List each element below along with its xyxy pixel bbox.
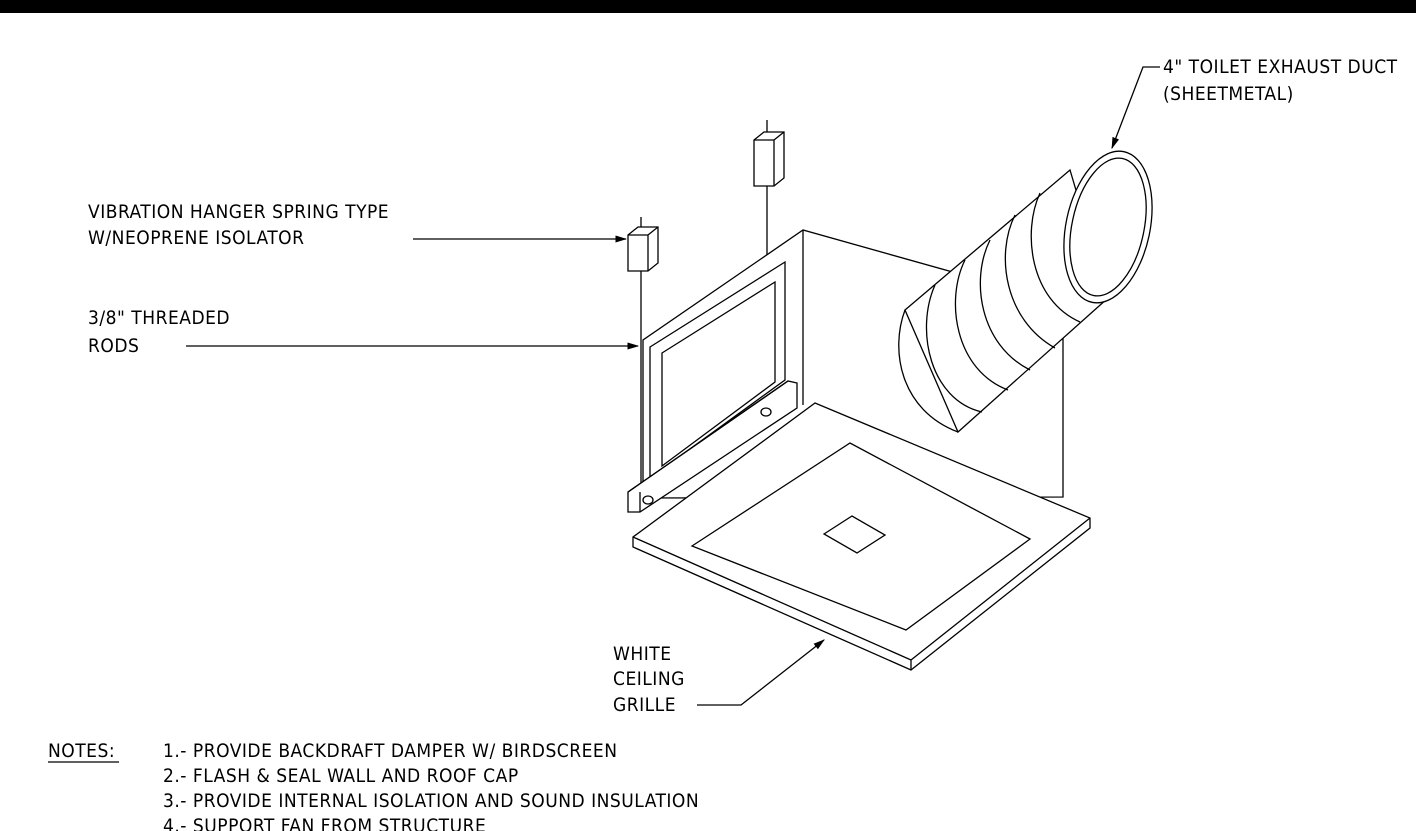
note-item: 1.- PROVIDE BACKDRAFT DAMPER W/ BIRDSCRE… — [163, 740, 618, 762]
grille-label-line3: GRILLE — [613, 694, 676, 716]
hanger-label-line2: W/NEOPRENE ISOLATOR — [88, 227, 304, 249]
spring-hanger-right — [753, 131, 785, 187]
grille-label-line2: CEILING — [613, 668, 685, 690]
spring-hanger-left — [627, 226, 659, 272]
grille-leader — [697, 639, 825, 706]
notes-heading: NOTES: — [48, 740, 115, 762]
hanger-label-line1: VIBRATION HANGER SPRING TYPE — [88, 201, 389, 223]
rods-label-line2: RODS — [88, 335, 139, 357]
note-item: 2.- FLASH & SEAL WALL AND ROOF CAP — [163, 765, 519, 787]
rods-label-line1: 3/8" THREADED — [88, 307, 230, 329]
duct-label-line1: 4" TOILET EXHAUST DUCT — [1163, 56, 1398, 78]
duct-label-line2: (SHEETMETAL) — [1163, 83, 1294, 105]
duct-leader — [1111, 66, 1160, 150]
note-item: 4.- SUPPORT FAN FROM STRUCTURE — [163, 815, 486, 831]
exhaust-duct — [898, 150, 1153, 434]
grille-label-line1: WHITE — [613, 643, 672, 665]
sheet-border — [0, 0, 1416, 13]
ceiling-grille — [632, 402, 1091, 671]
note-item: 3.- PROVIDE INTERNAL ISOLATION AND SOUND… — [163, 790, 699, 812]
